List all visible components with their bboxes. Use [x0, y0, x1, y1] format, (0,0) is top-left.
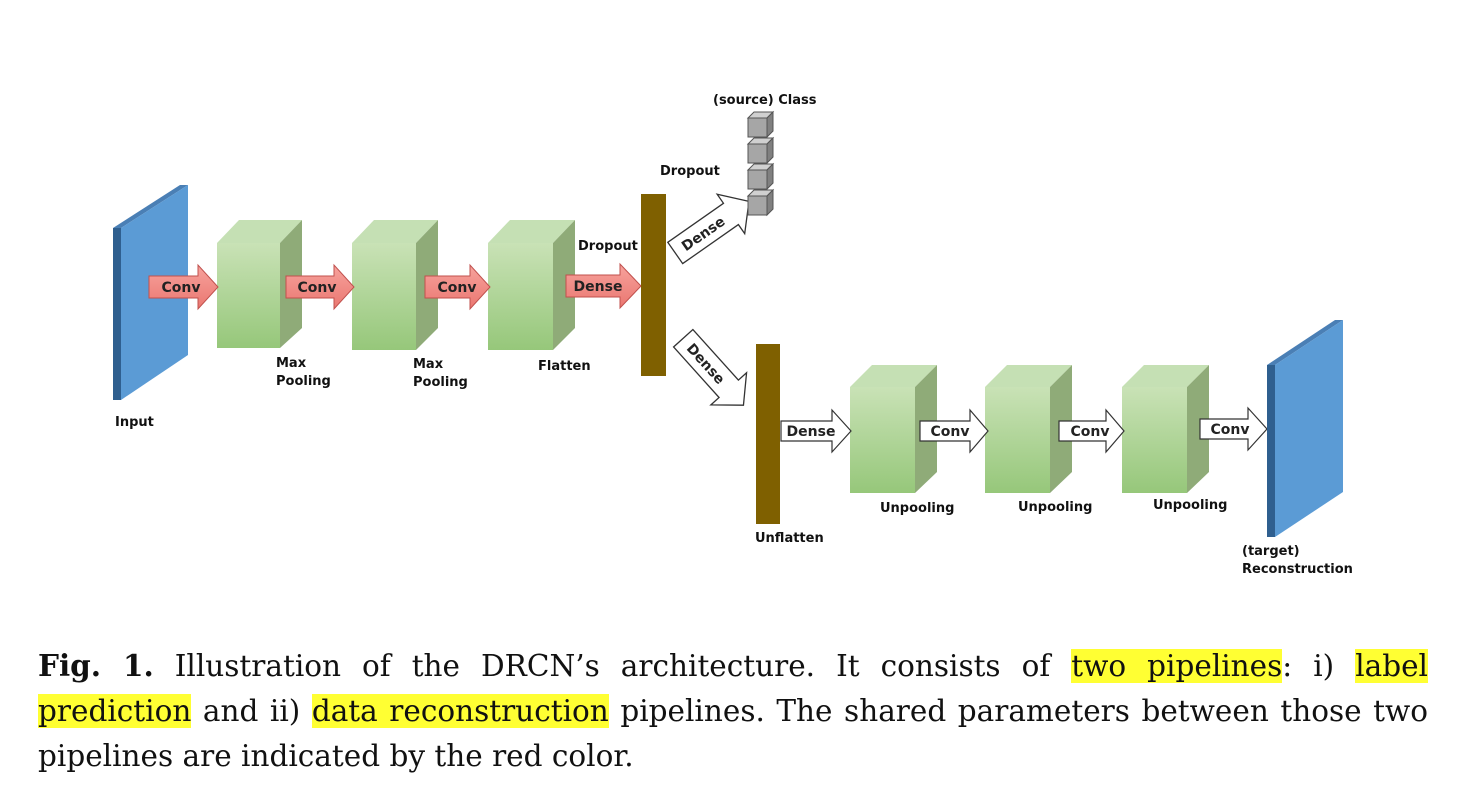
caption-highlight: two pipelines [1071, 649, 1283, 683]
shared-conv-arrow-1: Conv [148, 263, 219, 311]
class-output-cubes [746, 110, 775, 217]
svg-text:Conv: Conv [438, 280, 477, 296]
dropout-label-top: Dropout [660, 164, 720, 179]
unpooling-label-3: Unpooling [1153, 498, 1227, 513]
class-cube [746, 162, 775, 191]
caption-text: Illustration of the DRCN’s architecture.… [153, 649, 1072, 683]
max-pooling-label-2: Max [413, 357, 444, 372]
shared-conv-arrow-3: Conv [424, 263, 491, 311]
decoder-conv-arrow-1: Conv [919, 408, 989, 454]
architecture-diagram: Conv Conv Conv Dense Dense [113, 93, 1353, 577]
class-cube [746, 188, 775, 217]
caption-highlight: data reconstruction [311, 694, 609, 728]
decoder-dense-arrow: Dense [780, 408, 852, 454]
max-pooling-label-1: Max [276, 356, 307, 371]
shared-conv-arrow-2: Conv [285, 263, 355, 311]
svg-text:Conv: Conv [162, 280, 201, 296]
shared-dense-arrow: Dense [565, 262, 642, 310]
class-cube [746, 110, 775, 139]
svg-text:Conv: Conv [931, 424, 970, 440]
svg-text:Conv: Conv [1211, 422, 1250, 438]
unflatten-bar [756, 344, 780, 524]
reconstruction-label: Reconstruction [1242, 562, 1353, 577]
source-class-label: (source) Class [713, 93, 817, 108]
caption-text: : i) [1282, 649, 1356, 683]
unflatten-label: Unflatten [755, 531, 824, 546]
decoder-block-3 [1122, 365, 1209, 493]
flatten-label: Flatten [538, 359, 591, 374]
dense-down-arrow: Dense [672, 328, 748, 406]
svg-text:Conv: Conv [1071, 424, 1110, 440]
class-cube [746, 136, 775, 165]
svg-text:Conv: Conv [298, 280, 337, 296]
max-pooling-label-2b: Pooling [413, 375, 468, 390]
decoder-conv-arrow-2: Conv [1058, 408, 1125, 454]
encoder-block-3 [488, 220, 575, 350]
max-pooling-label-1b: Pooling [276, 374, 331, 389]
dense-up-arrow: Dense [666, 193, 750, 265]
decoder-block-1 [850, 365, 937, 493]
dropout-label-mid: Dropout [578, 239, 638, 254]
unpooling-label-1: Unpooling [880, 501, 954, 516]
figure-number: Fig. 1. [38, 648, 154, 683]
decoder-block-2 [985, 365, 1072, 493]
input-label: Input [115, 415, 154, 430]
reconstruction-image-plane [1267, 320, 1343, 537]
svg-text:Dense: Dense [574, 279, 623, 295]
target-label: (target) [1242, 544, 1300, 559]
unpooling-label-2: Unpooling [1018, 500, 1092, 515]
figure-caption: Fig. 1. Illustration of the DRCN’s archi… [38, 643, 1428, 779]
shared-dense-bar [641, 194, 666, 376]
caption-text: pipelines. The shared parameters between… [38, 694, 1428, 773]
svg-text:Dense: Dense [787, 424, 836, 440]
caption-text: and ii) [191, 694, 312, 728]
decoder-conv-arrow-3: Conv [1199, 406, 1268, 452]
